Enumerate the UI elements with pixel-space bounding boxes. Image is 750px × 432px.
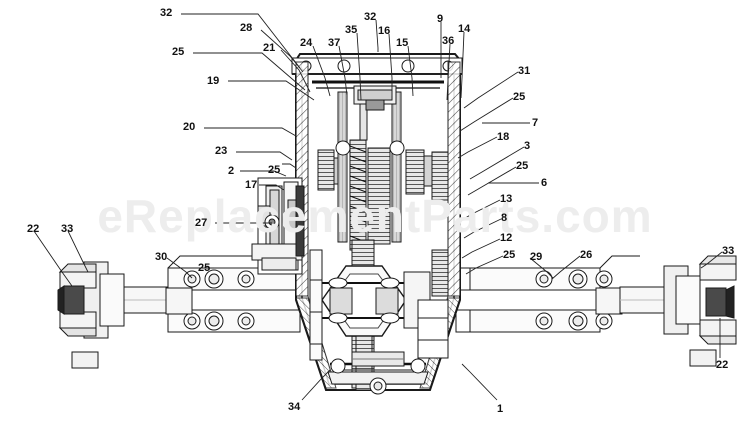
callout-25[interactable]: 25 bbox=[513, 91, 526, 103]
callout-8[interactable]: 8 bbox=[501, 212, 508, 224]
leader-line-30 bbox=[166, 257, 193, 279]
callout-25[interactable]: 25 bbox=[516, 160, 529, 172]
callout-30[interactable]: 30 bbox=[155, 251, 168, 263]
callout-26[interactable]: 26 bbox=[580, 249, 593, 261]
leader-line-21 bbox=[280, 49, 311, 93]
right-idler-gears bbox=[417, 249, 449, 359]
callout-12[interactable]: 12 bbox=[500, 232, 513, 244]
leader-line-25 bbox=[465, 255, 504, 275]
leader-line-14 bbox=[460, 31, 465, 99]
callout-16[interactable]: 16 bbox=[378, 25, 391, 37]
leader-line-23 bbox=[236, 151, 293, 161]
callout-29[interactable]: 29 bbox=[530, 251, 543, 263]
left-case-ribs bbox=[309, 249, 323, 361]
callout-20[interactable]: 20 bbox=[183, 121, 196, 133]
right-axle-assembly bbox=[619, 255, 737, 367]
callout-25[interactable]: 25 bbox=[172, 46, 185, 58]
callout-21[interactable]: 21 bbox=[263, 42, 276, 54]
callout-6[interactable]: 6 bbox=[541, 177, 548, 189]
leader-line-37 bbox=[338, 45, 348, 97]
leader-line-1 bbox=[461, 363, 498, 401]
leader-line-33 bbox=[700, 251, 723, 269]
callout-19[interactable]: 19 bbox=[207, 75, 220, 87]
leader-line-3 bbox=[469, 146, 525, 180]
leader-line-36 bbox=[446, 43, 451, 101]
callout-25[interactable]: 25 bbox=[198, 262, 211, 274]
callout-22[interactable]: 22 bbox=[716, 359, 729, 371]
leader-line-22 bbox=[33, 230, 73, 287]
callout-7[interactable]: 7 bbox=[532, 117, 539, 129]
callout-2[interactable]: 2 bbox=[228, 165, 235, 177]
leader-line-16 bbox=[388, 33, 393, 96]
leader-line-24 bbox=[312, 45, 331, 97]
leader-line-20 bbox=[204, 127, 297, 137]
callout-31[interactable]: 31 bbox=[518, 65, 531, 77]
leader-line-15 bbox=[407, 45, 414, 97]
leader-line-2 bbox=[240, 170, 287, 177]
callout-25[interactable]: 25 bbox=[268, 164, 281, 176]
leader-line-29 bbox=[529, 257, 554, 279]
callout-33[interactable]: 33 bbox=[722, 245, 735, 257]
callout-34[interactable]: 34 bbox=[288, 401, 301, 413]
callout-37[interactable]: 37 bbox=[328, 37, 341, 49]
leader-line-34 bbox=[301, 369, 331, 401]
leader-line-18 bbox=[457, 136, 498, 159]
leader-line-32 bbox=[181, 13, 301, 69]
callout-25[interactable]: 25 bbox=[503, 249, 516, 261]
callout-28[interactable]: 28 bbox=[240, 22, 253, 34]
case-bottom-pan bbox=[327, 358, 429, 395]
callout-33[interactable]: 33 bbox=[61, 223, 74, 235]
leader-line-35 bbox=[356, 32, 362, 101]
callout-24[interactable]: 24 bbox=[300, 37, 313, 49]
bottom-detail-plate bbox=[351, 351, 405, 367]
leader-line-19 bbox=[228, 80, 315, 101]
callout-32[interactable]: 32 bbox=[160, 7, 173, 19]
callout-22[interactable]: 22 bbox=[27, 223, 40, 235]
leader-line-33 bbox=[67, 230, 89, 273]
callout-9[interactable]: 9 bbox=[437, 13, 444, 25]
leader-line-8 bbox=[463, 218, 502, 239]
leader-line-13 bbox=[461, 199, 501, 221]
leader-line-25 bbox=[459, 97, 514, 132]
shift-rods bbox=[335, 85, 405, 243]
leader-line-12 bbox=[461, 238, 501, 259]
callout-14[interactable]: 14 bbox=[458, 23, 471, 35]
leader-line-25 bbox=[193, 52, 306, 91]
callout-17[interactable]: 17 bbox=[245, 179, 258, 191]
callout-15[interactable]: 15 bbox=[396, 37, 409, 49]
differential-assembly bbox=[321, 239, 431, 391]
leader-line-28 bbox=[260, 29, 304, 73]
leader-line-32 bbox=[375, 19, 379, 52]
callout-35[interactable]: 35 bbox=[345, 24, 358, 36]
callout-36[interactable]: 36 bbox=[442, 35, 455, 47]
callout-18[interactable]: 18 bbox=[497, 131, 510, 143]
leader-line-25 bbox=[282, 163, 297, 169]
right-axle-housing bbox=[455, 255, 640, 333]
left-axle-housing bbox=[165, 255, 301, 333]
leader-line-17 bbox=[259, 184, 285, 191]
leader-line-31 bbox=[463, 71, 519, 109]
callout-13[interactable]: 13 bbox=[500, 193, 513, 205]
callout-23[interactable]: 23 bbox=[215, 145, 228, 157]
callout-27[interactable]: 27 bbox=[195, 217, 208, 229]
leader-line-25 bbox=[467, 166, 517, 196]
callout-3[interactable]: 3 bbox=[524, 140, 531, 152]
callout-32[interactable]: 32 bbox=[364, 11, 377, 23]
leader-line-26 bbox=[551, 255, 581, 280]
callout-1[interactable]: 1 bbox=[497, 403, 504, 415]
brake-caliper-assembly bbox=[251, 177, 305, 275]
case-top-flange bbox=[291, 57, 463, 75]
